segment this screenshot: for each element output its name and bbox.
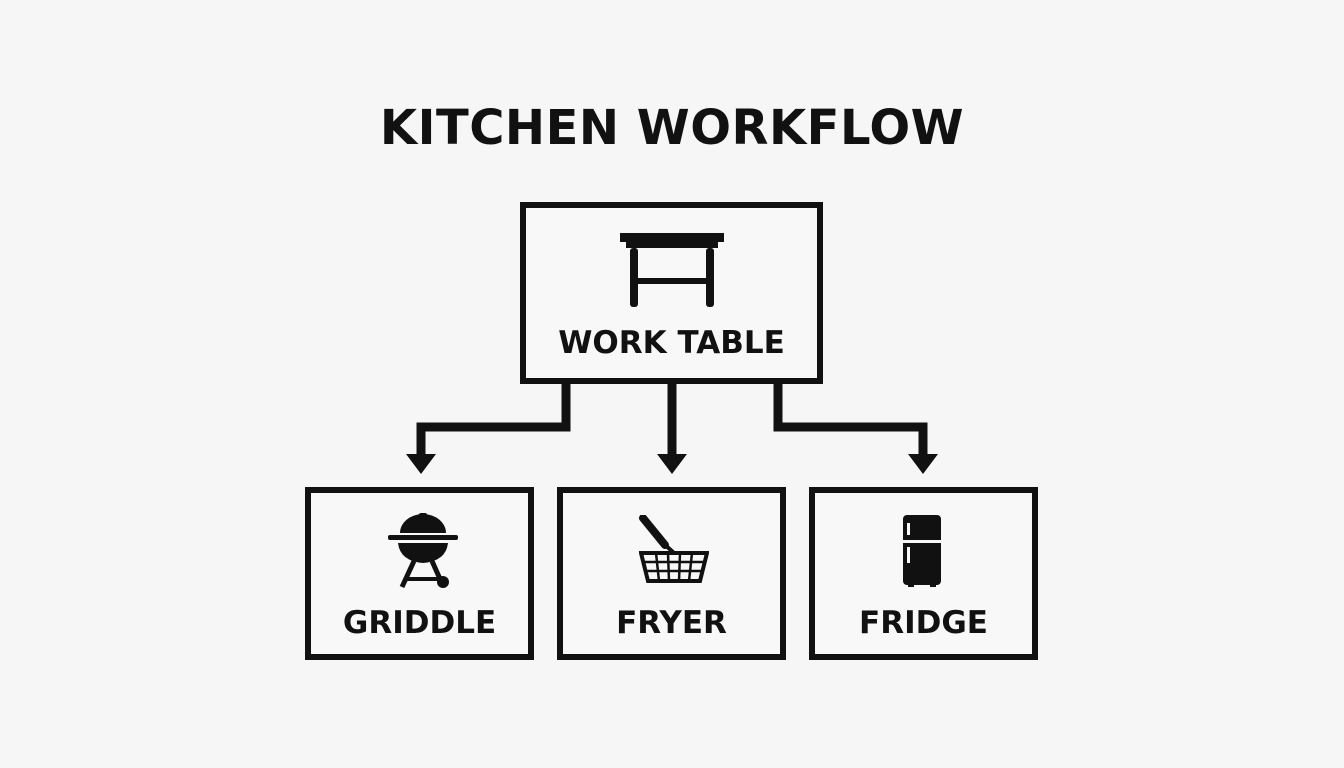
connector-work-table-to-griddle: [416, 384, 571, 455]
node-label-fridge: FRIDGE: [859, 605, 988, 641]
work-table-icon: [620, 233, 724, 307]
node-label-fryer: FRYER: [616, 605, 727, 641]
node-fridge: FRIDGE: [809, 487, 1038, 660]
node-fryer: FRYER: [557, 487, 786, 660]
node-label-griddle: GRIDDLE: [342, 605, 497, 641]
arrowhead-fryer: [657, 454, 687, 474]
node-work-table: WORK TABLE: [520, 202, 823, 384]
fridge-icon: [903, 515, 941, 587]
arrowhead-griddle: [406, 454, 436, 474]
diagram-title: KITCHEN WORKFLOW: [379, 100, 965, 156]
grill-icon: [388, 513, 458, 589]
arrowhead-fridge: [908, 454, 938, 474]
fryer-basket-icon: [639, 515, 709, 583]
node-label-work-table: WORK TABLE: [558, 325, 785, 361]
connector-work-table-to-fridge: [773, 384, 928, 455]
node-griddle: GRIDDLE: [305, 487, 534, 660]
